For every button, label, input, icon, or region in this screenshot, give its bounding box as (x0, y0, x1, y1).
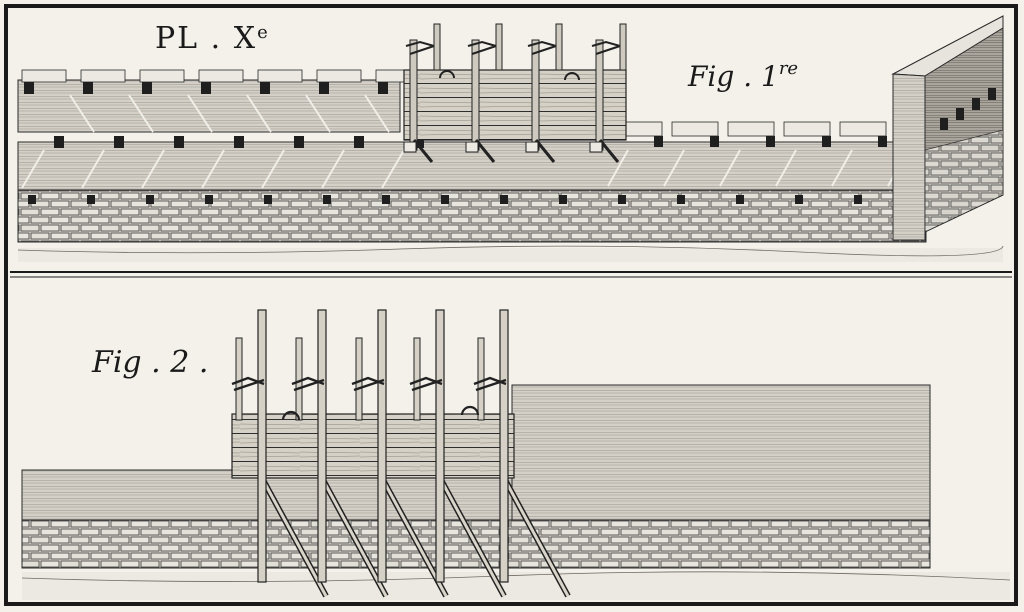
rope-lashing (467, 40, 497, 55)
loophole (28, 195, 36, 204)
embrasure (114, 136, 124, 148)
embrasure (174, 136, 184, 148)
embrasure (766, 136, 775, 147)
merlon (839, 121, 887, 137)
timber-post (413, 337, 421, 421)
plate-border (4, 4, 1018, 606)
merlon (257, 69, 303, 83)
embrasure (201, 82, 211, 94)
loophole (146, 195, 154, 204)
timber-brace (474, 139, 496, 163)
timber-post (409, 39, 418, 151)
timber-post (317, 309, 327, 583)
embrasure (378, 82, 388, 94)
timber-post (433, 23, 441, 71)
rope-lashing (291, 376, 325, 392)
merlon (21, 69, 67, 83)
post-base (465, 141, 479, 153)
fig2-timber-barricade (231, 309, 571, 598)
rope-lashing (527, 40, 557, 55)
fig1-timber-barricade (403, 23, 627, 163)
loophole (736, 195, 744, 204)
fig1-tower-front (892, 73, 926, 241)
timber-post (377, 309, 387, 583)
post-base (525, 141, 539, 153)
embrasure (710, 136, 719, 147)
merlon (671, 121, 719, 137)
timber-post (555, 23, 563, 71)
timber-post (495, 23, 503, 71)
timber-post (499, 309, 509, 583)
figure-2-label: Fig . 2 . (91, 345, 208, 380)
rope-lashing (409, 376, 443, 392)
timber-post (257, 309, 267, 583)
figure-1-label: Fig . 1re (687, 58, 798, 93)
embrasure (54, 136, 64, 148)
timber-post (435, 309, 445, 583)
rope-lashing (473, 376, 507, 392)
merlon (783, 121, 831, 137)
figure-1-rampart (17, 15, 1004, 262)
merlon (198, 69, 244, 83)
merlon (727, 121, 775, 137)
merlon (139, 69, 185, 83)
post-base (589, 141, 603, 153)
embrasure (654, 136, 663, 147)
timber-post (619, 23, 627, 71)
loophole (677, 195, 685, 204)
fig1-tower-windows (940, 88, 996, 130)
embrasure (878, 136, 887, 147)
timber-post (531, 39, 540, 151)
embrasure (83, 82, 93, 94)
timber-post (295, 337, 303, 421)
loophole (559, 195, 567, 204)
loophole (854, 195, 862, 204)
embrasure (24, 82, 34, 94)
embrasure (142, 82, 152, 94)
fig1-brick-wall (17, 189, 927, 243)
fig2-rear-wall (511, 384, 931, 522)
rope-lashing (231, 376, 265, 392)
timber-post (235, 337, 243, 421)
embrasure (294, 136, 304, 148)
embrasure (822, 136, 831, 147)
loophole (87, 195, 95, 204)
timber-post (477, 337, 485, 421)
embrasure (354, 136, 364, 148)
loophole (323, 195, 331, 204)
post-base (403, 141, 417, 153)
merlon (316, 69, 362, 83)
merlon (80, 69, 126, 83)
embrasure (260, 82, 270, 94)
figure-2-rampart (21, 309, 1011, 600)
embrasure (414, 136, 424, 148)
rope-lashing (405, 40, 435, 55)
rope-lashing (591, 40, 621, 55)
loophole (441, 195, 449, 204)
timber-brace (534, 139, 556, 163)
timber-post (471, 39, 480, 151)
plate-number-label: PL . Xe (155, 21, 270, 56)
embrasure (234, 136, 244, 148)
embrasure (319, 82, 329, 94)
loophole (500, 195, 508, 204)
timber-brace (598, 139, 620, 163)
loophole (618, 195, 626, 204)
loophole (795, 195, 803, 204)
loophole (264, 195, 272, 204)
timber-post (595, 39, 604, 151)
timber-post (355, 337, 363, 421)
loophole (205, 195, 213, 204)
rope-lashing (351, 376, 385, 392)
loophole (382, 195, 390, 204)
timber-brace (412, 139, 434, 163)
